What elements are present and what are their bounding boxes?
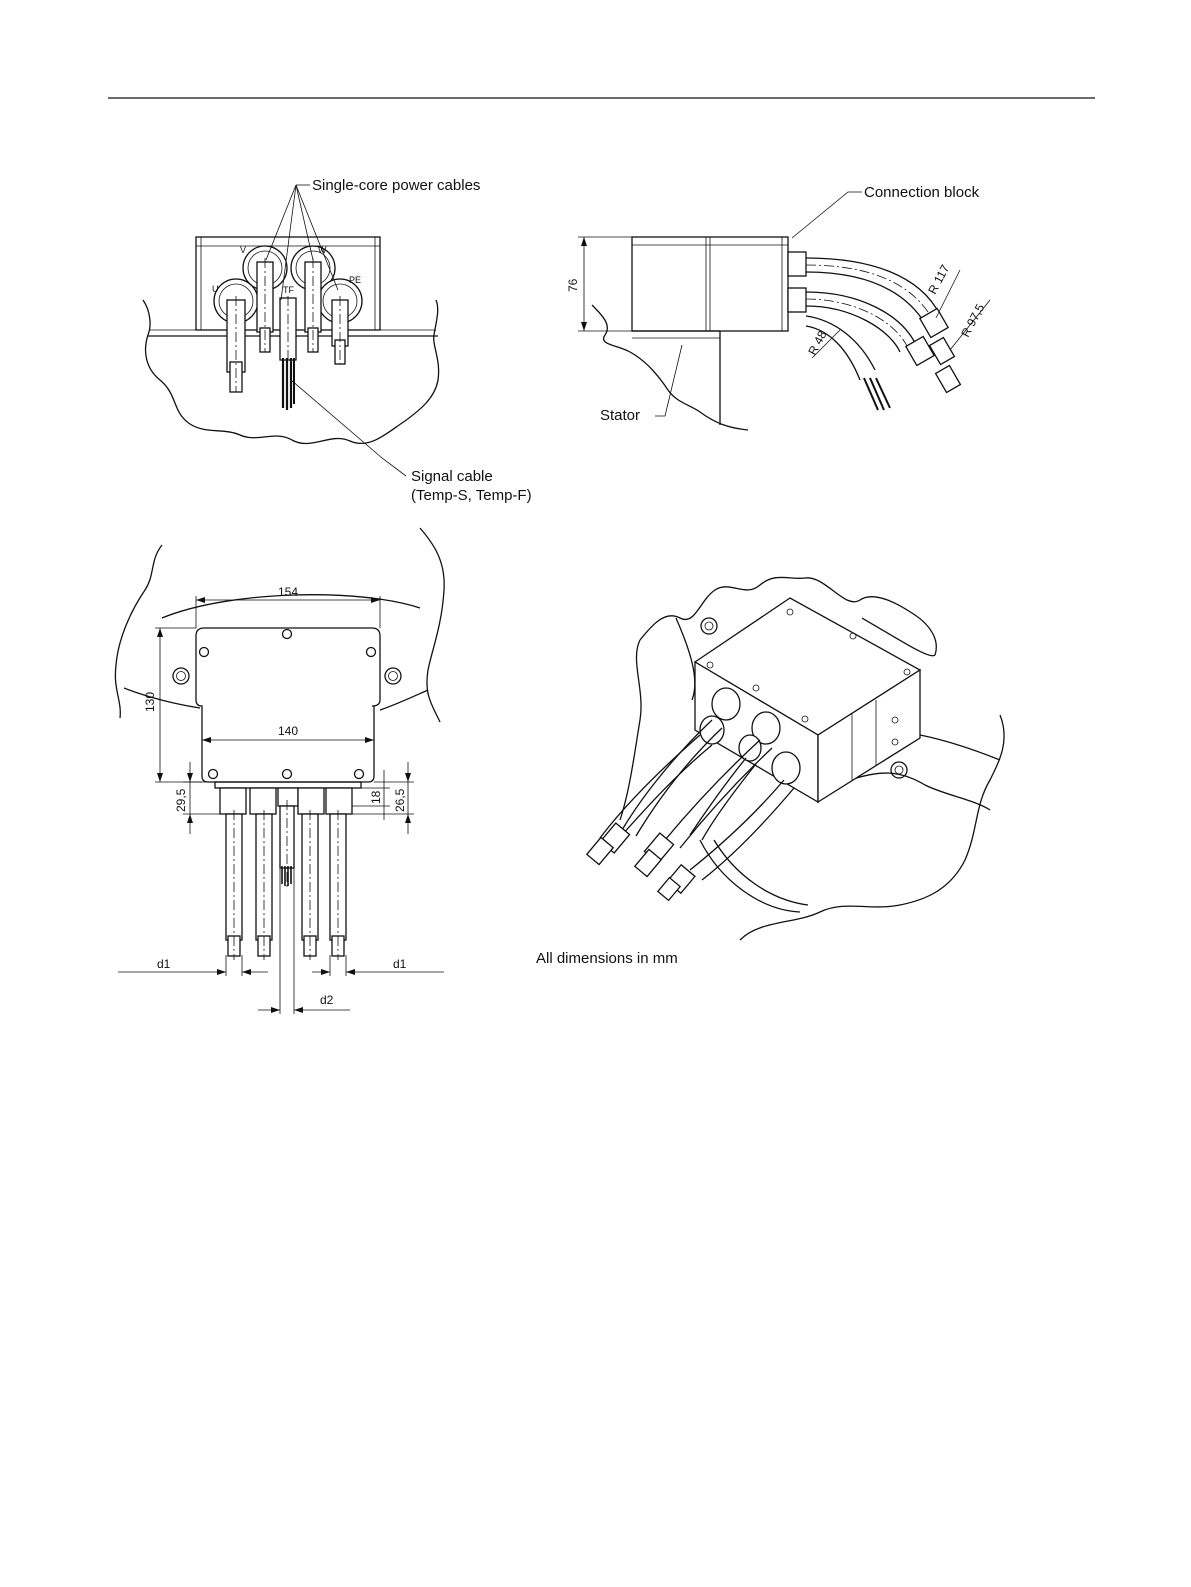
plate-outline bbox=[196, 628, 380, 782]
dim-d1-left: d1 bbox=[157, 957, 171, 971]
label-signal-cable-types: (Temp-S, Temp-F) bbox=[411, 487, 532, 504]
terminal-u: U bbox=[212, 284, 219, 294]
terminal-w: W bbox=[318, 245, 327, 255]
dim-18: 18 bbox=[369, 790, 383, 804]
label-connection-block: Connection block bbox=[864, 184, 980, 201]
dim-r117: R 117 bbox=[925, 262, 952, 296]
dim-d2: d2 bbox=[320, 993, 334, 1007]
dim-29-5: 29,5 bbox=[174, 788, 188, 812]
front-view: U V W PE TF Single-core power cables Sig… bbox=[143, 177, 532, 504]
side-view: 76 R 117 R 97,5 R 48 Connection block St… bbox=[566, 184, 990, 430]
dim-76: 76 bbox=[566, 278, 580, 292]
signal-wires bbox=[283, 358, 294, 410]
top-view: 154 140 130 29,5 18 26,5 bbox=[115, 528, 444, 1014]
label-stator: Stator bbox=[600, 407, 640, 424]
stator-top-outline-right bbox=[420, 528, 444, 722]
dim-r48: R 48 bbox=[805, 328, 829, 357]
terminal-tf: TF bbox=[283, 285, 294, 295]
dim-26-5: 26,5 bbox=[393, 788, 407, 812]
dim-154: 154 bbox=[278, 585, 298, 599]
label-single-core-power-cables: Single-core power cables bbox=[312, 177, 480, 194]
dim-130: 130 bbox=[143, 692, 157, 712]
label-all-dimensions: All dimensions in mm bbox=[536, 950, 678, 967]
dim-r97-5: R 97,5 bbox=[958, 301, 987, 339]
dim-d1-right: d1 bbox=[393, 957, 407, 971]
terminal-v: V bbox=[240, 245, 246, 255]
terminal-pe: PE bbox=[349, 275, 361, 285]
isometric-view: All dimensions in mm bbox=[536, 577, 1004, 967]
dim-140: 140 bbox=[278, 724, 298, 738]
label-signal-cable: Signal cable bbox=[411, 468, 493, 485]
